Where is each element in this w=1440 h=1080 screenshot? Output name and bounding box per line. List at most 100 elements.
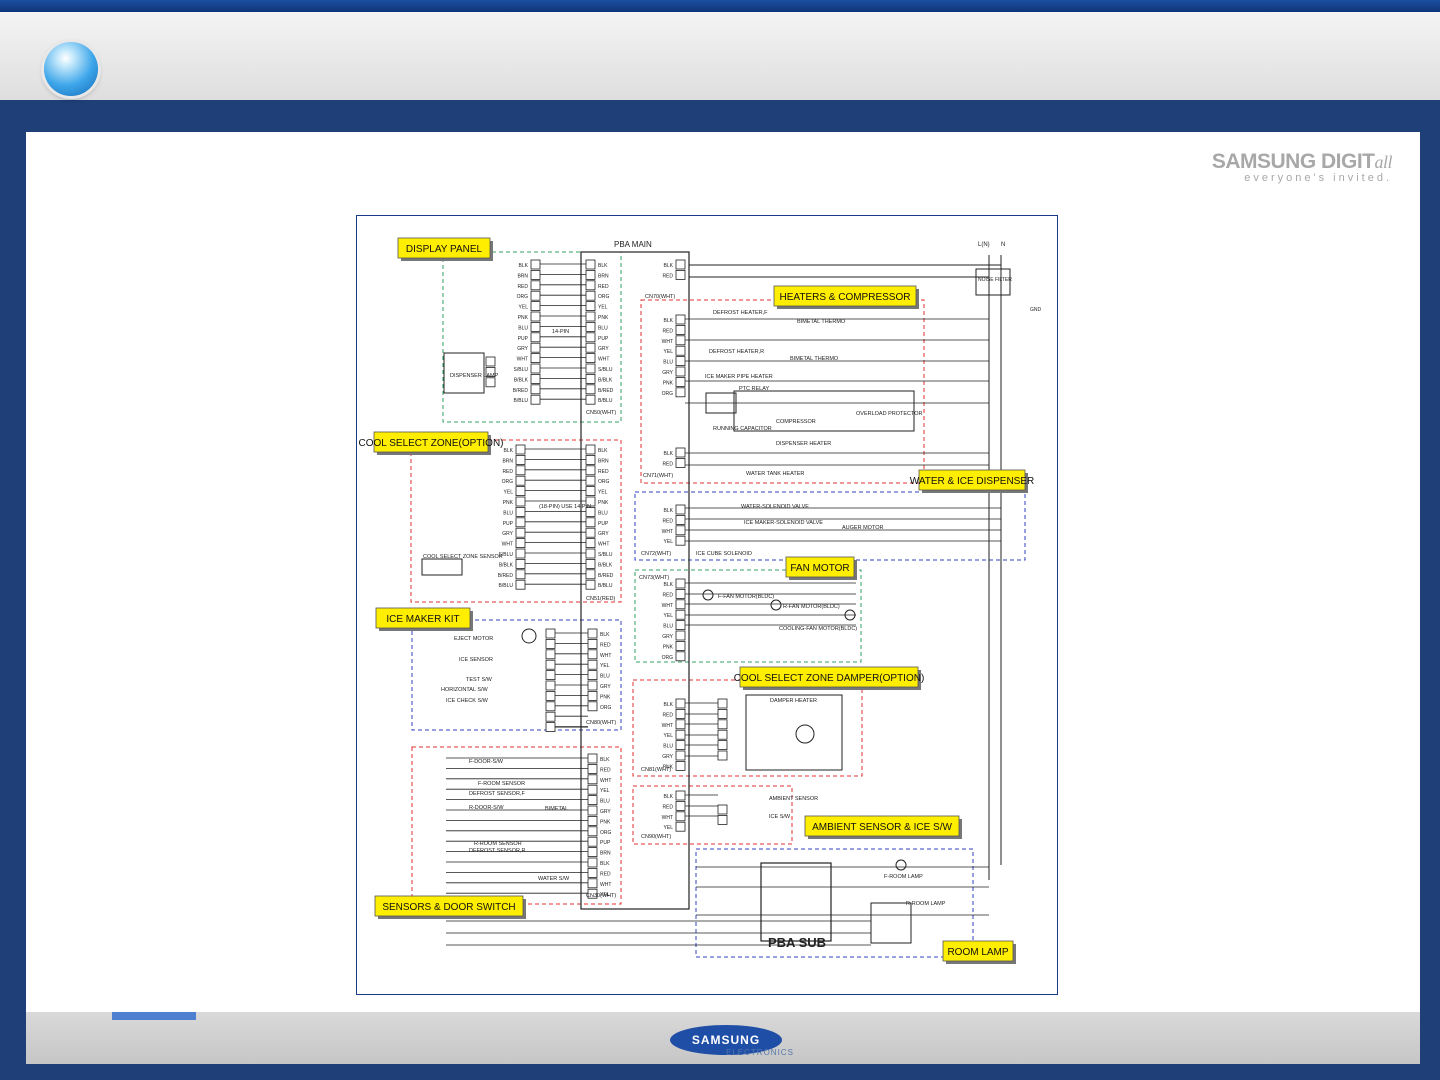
display-panel-connector-pin <box>530 384 541 395</box>
r-fan-motor-label: R-FAN MOTOR(BLDC) <box>783 604 840 610</box>
brand-mark: SAMSUNG DIGITall everyone's invited. <box>1212 150 1393 184</box>
cn50-connector-pin <box>585 301 596 311</box>
section-cool-select-damper: COOL SELECT ZONE DAMPER(OPTION) <box>734 666 925 690</box>
cn50-connector-pin <box>585 280 596 291</box>
display-panel-connector-pin <box>530 322 541 332</box>
compressor-frame <box>733 390 915 432</box>
display-panel-connector-wire-label: S/BLU <box>514 367 529 373</box>
cn50-connector-pin <box>585 342 596 353</box>
cn51-connector-pin <box>585 579 596 590</box>
cn70-connector-pin <box>675 325 686 335</box>
cn51-connector-pin <box>585 475 596 486</box>
display-panel-connector-wire-label: BLU <box>518 325 528 331</box>
display-panel-connector-wire-label: B/BLU <box>514 398 529 404</box>
cn90b-connector-wire-label: YEL <box>600 663 610 669</box>
cn71-connector-pin <box>675 525 686 536</box>
ice-maker-pipe-heater-label: ICE MAKER PIPE HEATER <box>705 374 773 380</box>
defrost-sensor-f-label: DEFROST SENSOR,F <box>469 791 525 797</box>
lamp-connector-pin <box>485 377 496 388</box>
ice-maker-connector-pin <box>545 649 556 660</box>
cn50-connector-pin <box>585 332 596 343</box>
cn30-connector-pin <box>587 878 598 889</box>
cn73-connector-wire-label: ORG <box>662 655 674 661</box>
display-panel-connector-wire-label: BLK <box>519 263 529 269</box>
section-cool-select-damper-text: COOL SELECT ZONE DAMPER(OPTION) <box>734 673 925 684</box>
cool-select-zone-sensor-label: COOL SELECT ZONE SENSOR <box>423 554 503 560</box>
cn50-connector-pin <box>585 384 596 395</box>
cn80-connector-pin <box>675 698 686 709</box>
cn70b-connector-wire-label: RED <box>662 461 673 467</box>
cn30-connector-pin <box>587 795 598 805</box>
cn50-connector-pin <box>585 311 596 322</box>
cn70-connector-pin <box>675 314 686 325</box>
f-room-sensor-label: F-ROOM SENSOR <box>478 781 525 787</box>
cn80-connector-wire-label: YEL <box>664 733 674 739</box>
cn30-connector-wire-label: GRY <box>600 809 611 815</box>
cn50-connector-wire-label: YEL <box>598 305 608 311</box>
cn30-connector-pin <box>587 753 598 764</box>
ice-maker-connector-pin <box>545 670 556 681</box>
ptc-relay-box <box>705 392 737 414</box>
cn73-connector-wire-label: WHT <box>662 603 673 609</box>
cn70-connector-wire-label: WHT <box>662 339 673 345</box>
cn30-connector-pin <box>587 784 598 795</box>
display-panel-connector-wire-label: B/BLK <box>514 377 529 383</box>
cn90b-connector-wire-label: WHT <box>600 653 611 659</box>
cn30-connector-pin <box>587 774 598 785</box>
display-panel-connector-wire-label: B/RED <box>513 388 529 394</box>
ice-maker-connector-pin <box>545 722 556 733</box>
cn73-label: CN73(WHT) <box>639 575 669 581</box>
cn80-connector-wire-label: WHT <box>662 723 673 729</box>
cn90b-connector-wire-label: BLU <box>600 674 610 680</box>
display-panel-connector-pin <box>530 280 541 291</box>
cn90-connector-pin <box>675 790 686 801</box>
water-solenoid-valve-label: WATER-SOLENOID VALVE <box>741 504 809 510</box>
ice-maker-solenoid-label: ICE MAKER-SOLENOID VALVE <box>744 520 823 526</box>
bimetal-thermo-2-label: BIMETAL THERMO <box>790 356 839 362</box>
damper-frame <box>745 694 843 771</box>
cn50-label: CN50(WHT) <box>586 410 616 416</box>
defrost-sensor-r-label: DEFROST SENSOR,R <box>469 848 525 854</box>
ambient-connector-pin <box>717 804 728 815</box>
cn30-connector-pin <box>587 868 598 878</box>
ice-maker-connector-pin <box>545 680 556 691</box>
ice-maker-connector-pin <box>545 628 556 639</box>
cool-select-connector-wire-label: B/RED <box>498 573 514 579</box>
cn51-connector-wire-label: BLK <box>598 448 608 454</box>
cn51-connector-pin <box>585 486 596 497</box>
ice-maker-box <box>411 619 622 731</box>
cool-select-connector-pin <box>515 558 526 569</box>
cool-select-connector-wire-label: PNK <box>503 500 514 506</box>
noise-filter-box <box>975 268 1011 296</box>
ice-cube-solenoid-label: ICE CUBE SOLENOID <box>696 551 752 557</box>
cn70b-connector-pin <box>675 447 686 458</box>
cn73-connector-wire-label: RED <box>662 592 673 598</box>
cn51-connector-wire-label: PNK <box>598 500 609 506</box>
cn73-connector-wire-label: YEL <box>664 613 674 619</box>
cn50-connector-pin <box>585 259 596 270</box>
pba-main-board <box>580 251 690 910</box>
cn73-connector-pin <box>675 599 686 610</box>
cn90-connector-wire-label: WHT <box>662 815 673 821</box>
bimetal-thermo-label: BIMETAL THERMO <box>797 319 846 325</box>
cn80-connector-wire-label: BLK <box>664 702 674 708</box>
cn50-connector-wire-label: PUP <box>598 336 609 342</box>
cn30-connector-wire-label: PUP <box>600 840 611 846</box>
r-room-lamp-label: R-ROOM LAMP <box>906 901 946 907</box>
cn50-connector-wire-label: WHT <box>598 357 609 363</box>
cn73-connector-wire-label: PNK <box>663 644 674 650</box>
display-panel-connector-wire-label: ORG <box>517 294 529 300</box>
cool-select-connector-wire-label: BLK <box>504 448 514 454</box>
display-panel-connector-pin <box>530 373 541 384</box>
damper-heater-label: DAMPER HEATER <box>770 698 817 704</box>
cn73-connector-pin <box>675 651 686 662</box>
cn70-connector-pin <box>675 345 686 356</box>
cn70-connector-wire-label: BLU <box>663 360 673 366</box>
cn50-connector-wire-label: GRY <box>598 346 609 352</box>
cn73-connector-wire-label: BLK <box>664 582 674 588</box>
cn51-connector-wire-label: ORG <box>598 479 610 485</box>
footer-accent-bar <box>112 1012 196 1020</box>
cool-select-connector-wire-label: YEL <box>504 490 514 496</box>
section-water-ice-dispenser-text: WATER & ICE DISPENSER <box>910 476 1034 487</box>
